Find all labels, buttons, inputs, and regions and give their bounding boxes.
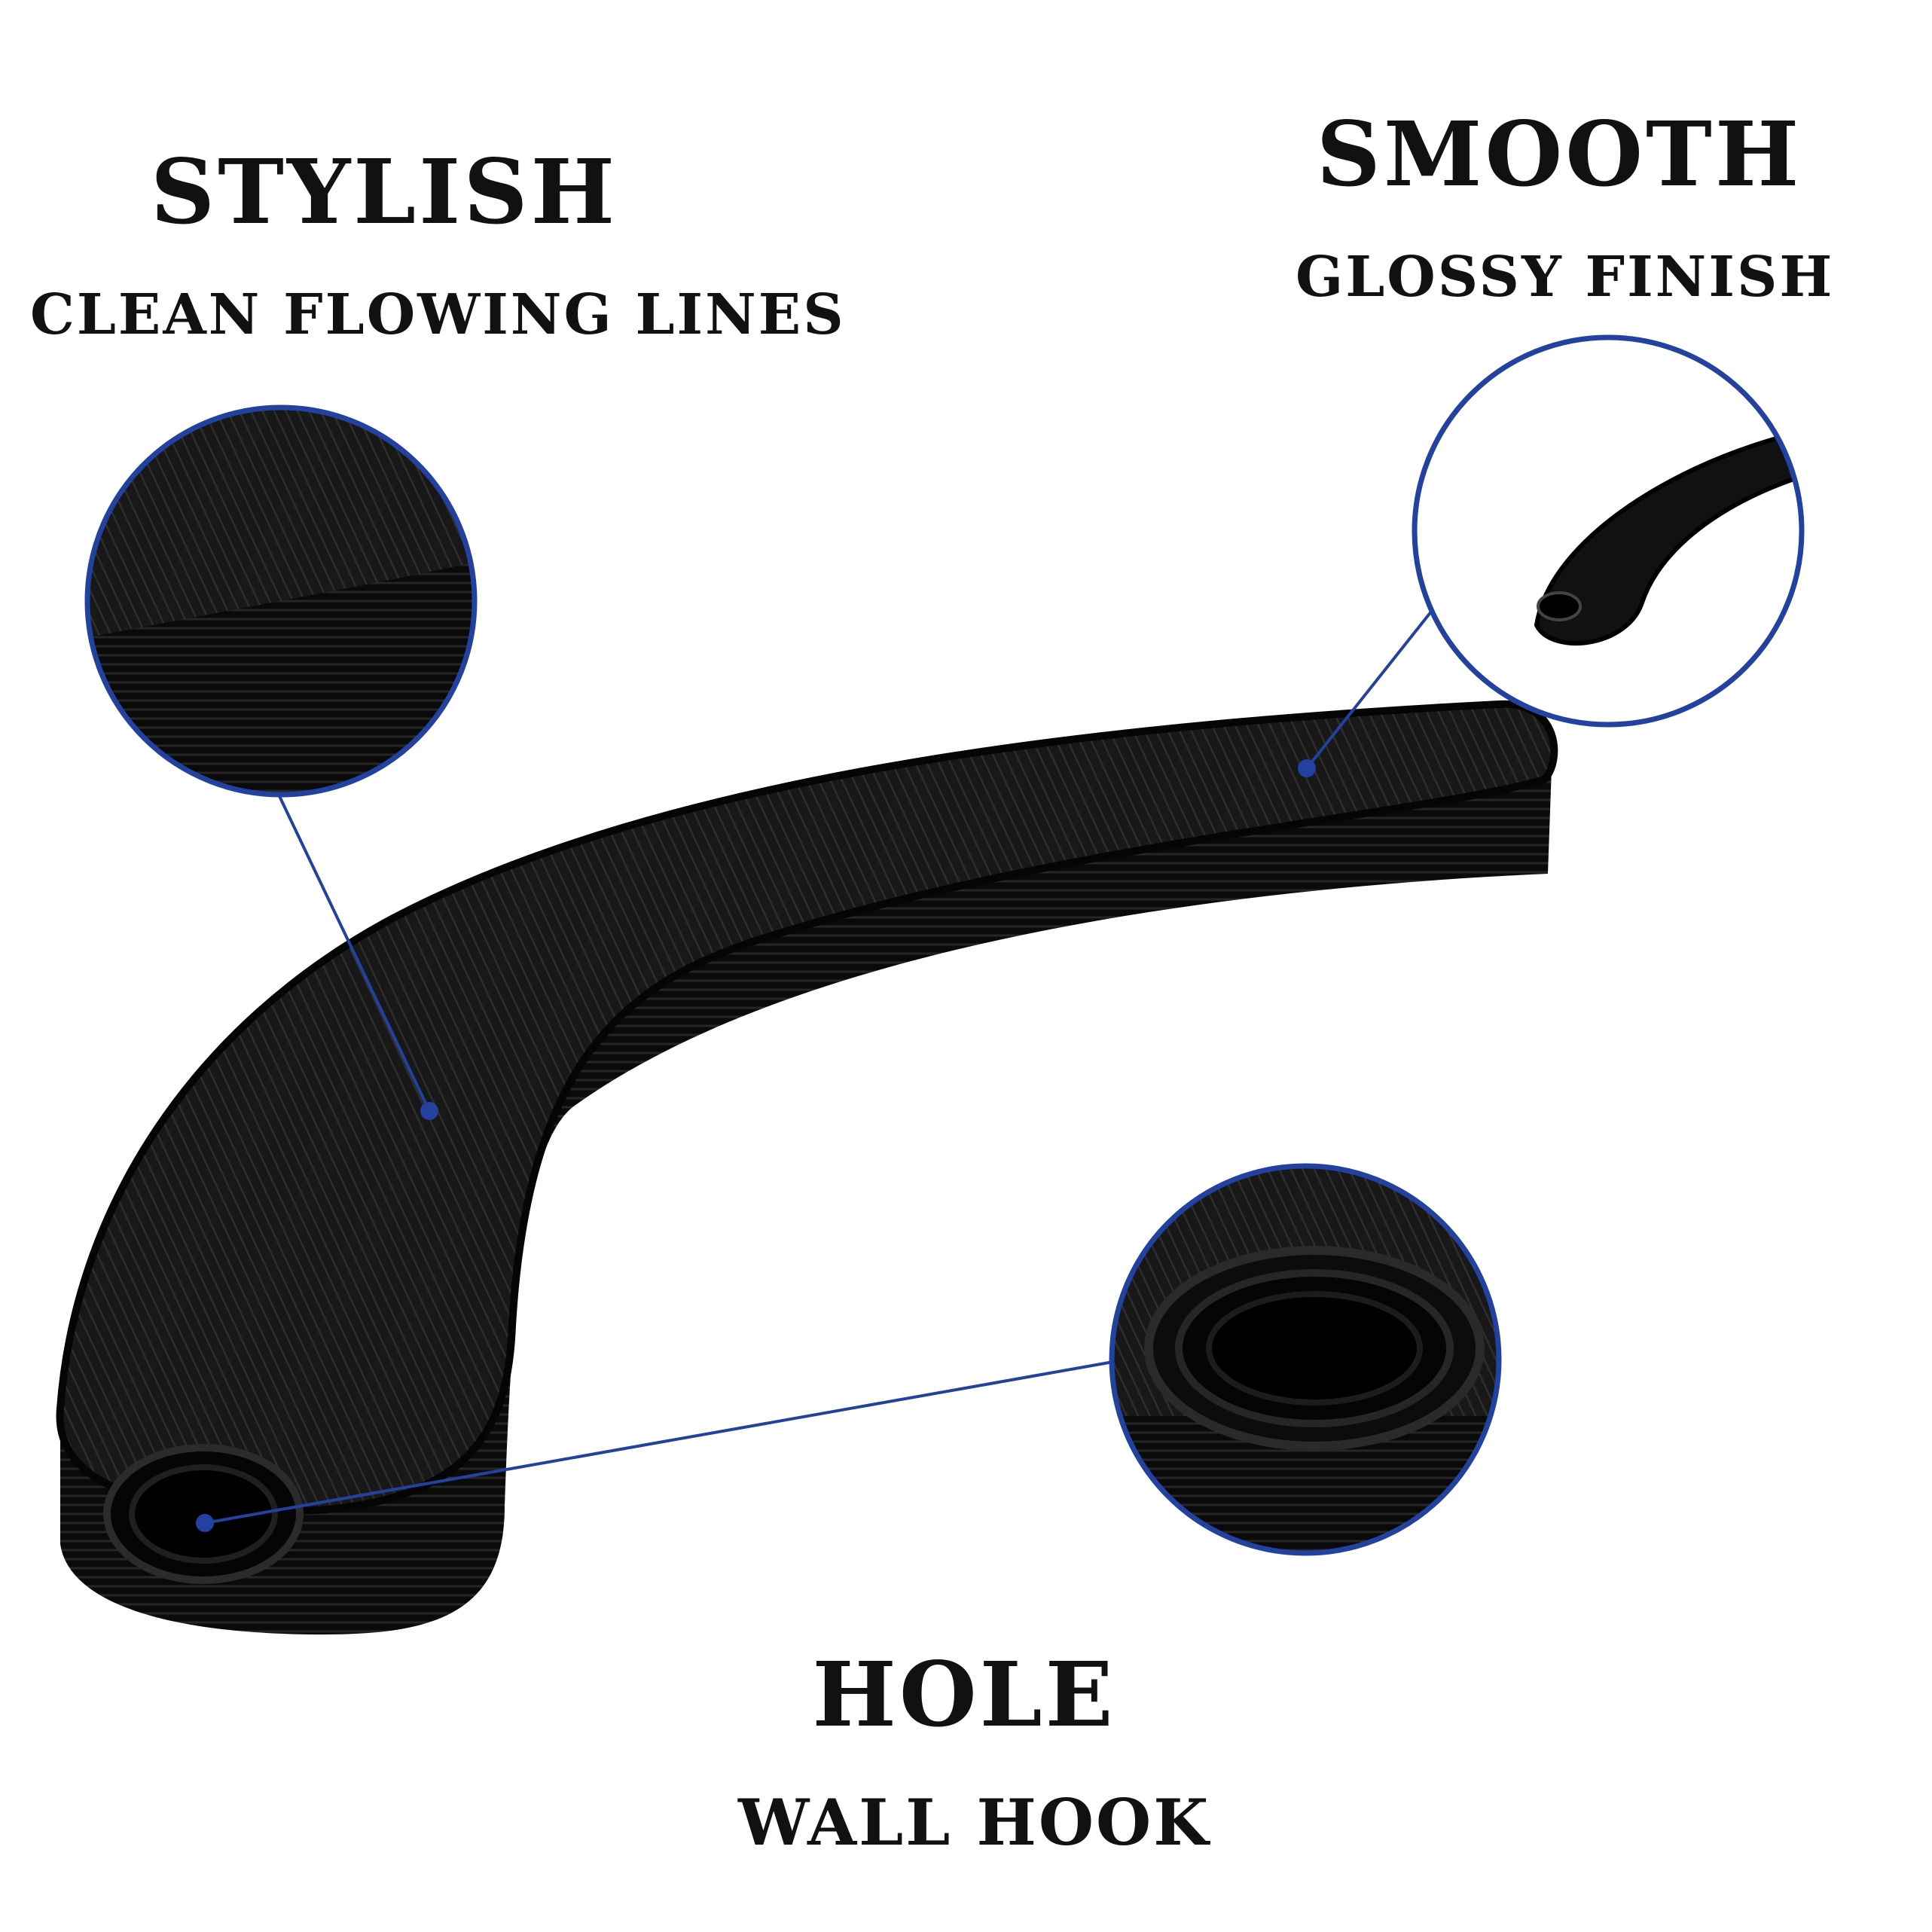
- hook-hole: [103, 1444, 304, 1584]
- stylish-callout-line: [277, 794, 431, 1112]
- stylish-title: STYLISH: [150, 139, 618, 244]
- hole-callout-line: [204, 1360, 1114, 1525]
- hole-zoom-circle: [1109, 1163, 1502, 1556]
- hole-callout-dot: [196, 1514, 214, 1532]
- smooth-zoom-circle: [1412, 334, 1805, 728]
- smooth-subtitle: GLOSSY FINISH: [1296, 245, 1835, 310]
- hole-subtitle: WALL HOOK: [738, 1785, 1211, 1860]
- stylish-callout-dot: [420, 1102, 438, 1120]
- stylish-zoom-circle: [84, 404, 478, 798]
- hole-title: HOLE: [812, 1642, 1116, 1747]
- hook-top-surface: [56, 700, 1558, 1515]
- stylish-subtitle: CLEAN FLOWING LINES: [30, 282, 846, 347]
- smooth-title: SMOOTH: [1316, 102, 1802, 206]
- smooth-callout-dot: [1298, 759, 1316, 777]
